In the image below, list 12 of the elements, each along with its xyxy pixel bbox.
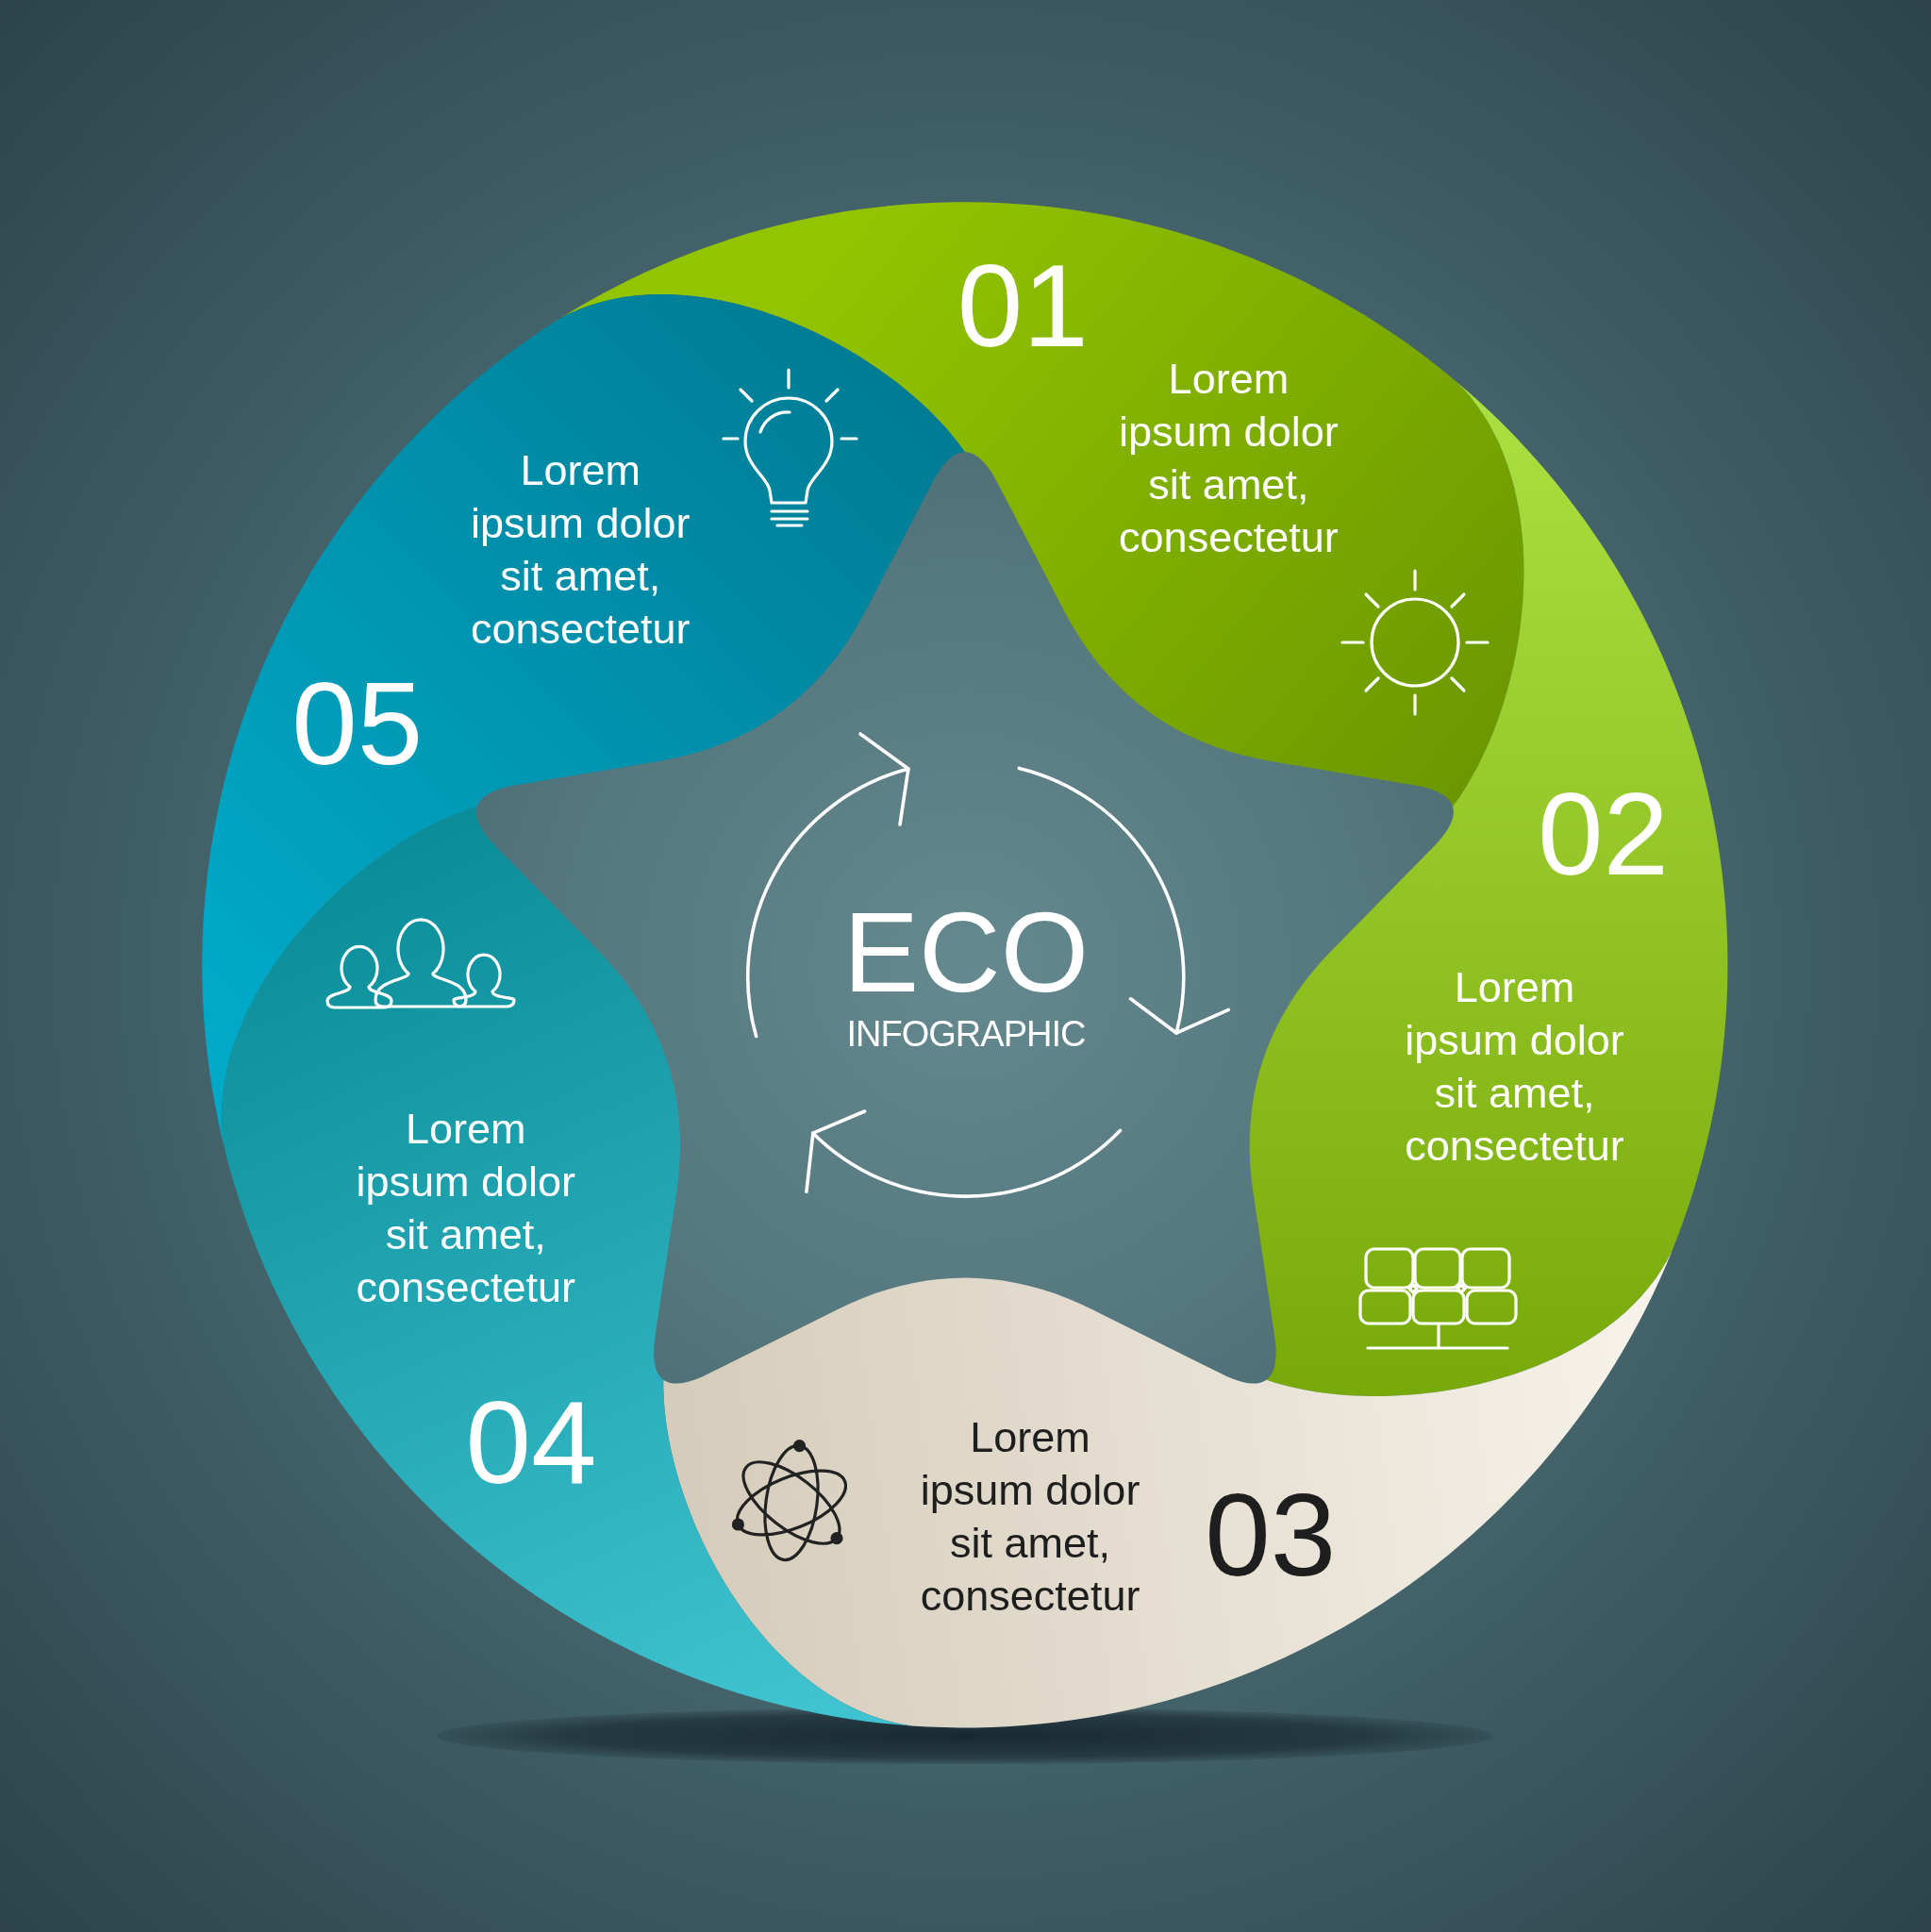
step-text: Lorem ipsum dolor sit amet, consectetur xyxy=(469,444,691,655)
step-text: Lorem ipsum dolor sit amet, consectetur xyxy=(1118,353,1340,563)
step-number: 05 xyxy=(291,663,424,781)
step-text: Lorem ipsum dolor sit amet, consectetur xyxy=(919,1412,1141,1623)
center-title: ECO xyxy=(843,895,1089,1008)
step-text: Lorem ipsum dolor sit amet, consectetur xyxy=(355,1104,577,1314)
step-number: 01 xyxy=(957,245,1089,364)
step-text: Lorem ipsum dolor sit amet, consectetur xyxy=(1404,962,1625,1173)
step-number: 03 xyxy=(1205,1474,1337,1593)
step-number: 02 xyxy=(1538,774,1670,892)
step-number: 04 xyxy=(465,1382,597,1501)
center-subtitle: INFOGRAPHIC xyxy=(846,1016,1086,1052)
